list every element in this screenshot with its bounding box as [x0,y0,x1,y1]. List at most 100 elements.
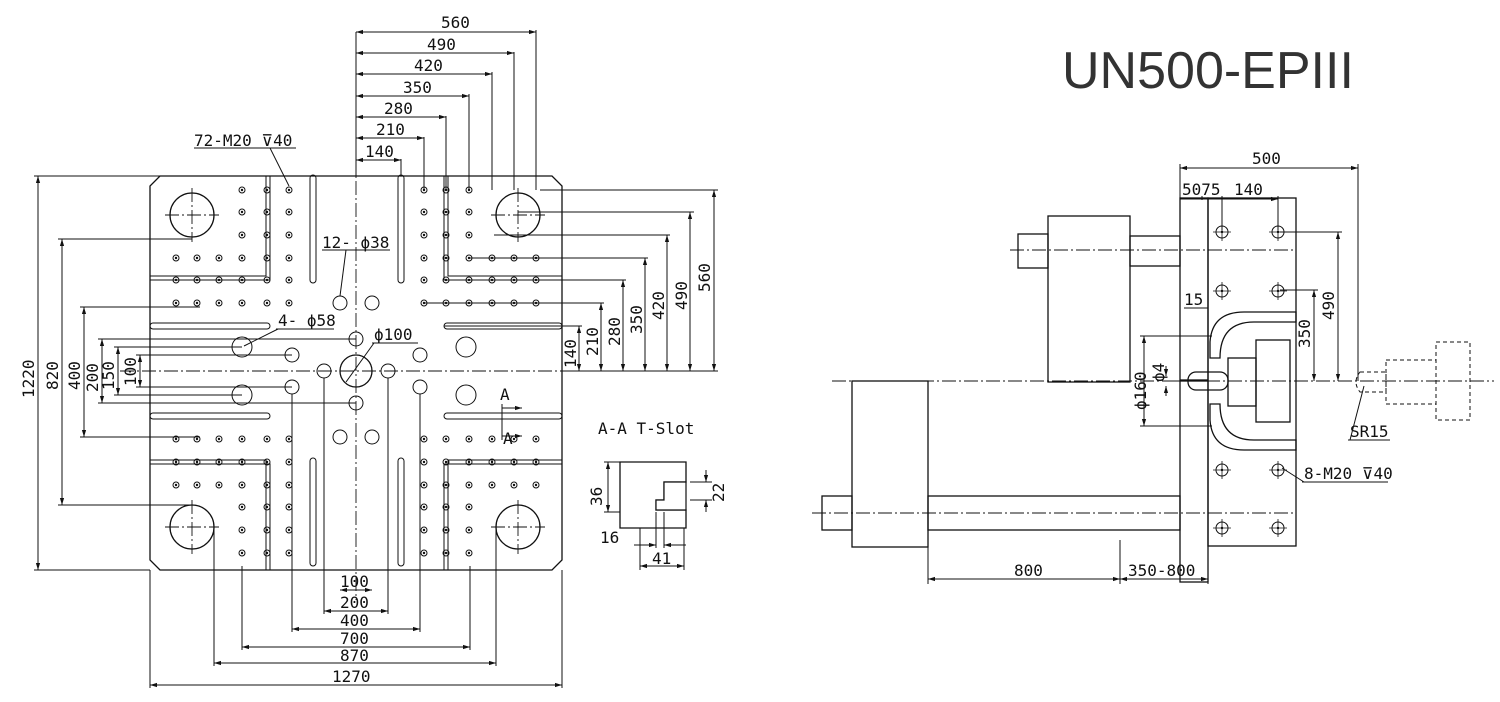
tapped-hole-center [422,233,426,237]
tapped-hole-center [240,551,244,555]
tapped-hole-symbol [442,458,450,466]
tapped-hole-center [467,551,471,555]
tapped-hole-center [265,210,269,214]
tapped-hole-center [265,301,269,305]
tapped-hole-center [195,301,199,305]
tapped-hole-symbol [238,186,246,194]
tapped-hole-center [287,256,291,260]
tapped-hole-center [217,278,221,282]
tapped-hole-symbol [465,481,473,489]
tapped-hole-center [265,437,269,441]
side-dim-500: 500 [1252,149,1281,168]
tapped-hole-symbol [465,549,473,557]
tapped-hole-symbol [285,231,293,239]
tapped-hole-center [287,278,291,282]
tapped-hole-center [217,460,221,464]
dim-top-210: 210 [376,120,405,139]
tapped-hole-symbol [465,435,473,443]
tapped-hole-symbol [263,458,271,466]
tapped-hole-center [422,210,426,214]
tapped-hole-center [287,551,291,555]
tapped-hole-center [217,483,221,487]
tapped-hole-center [265,483,269,487]
tapped-hole-symbol [442,435,450,443]
tapped-hole-center [217,437,221,441]
tapped-hole-center [444,528,448,532]
platen-outline [149,175,563,571]
tapped-hole-center [422,551,426,555]
side-dim-4: ϕ4 [1149,363,1168,382]
tapped-hole-center [195,460,199,464]
tapped-hole-symbol [285,276,293,284]
tapped-hole-symbol [442,549,450,557]
tapped-hole-center [287,528,291,532]
tapped-hole-symbol [172,276,180,284]
side-dim-160: ϕ160 [1131,371,1150,410]
dim-bottom-400: 400 [340,611,369,630]
dim-top-140: 140 [365,142,394,161]
tapped-hole-center [490,460,494,464]
tapped-hole-symbol [285,299,293,307]
tapped-hole-center [444,505,448,509]
tapped-hole-center [240,210,244,214]
tapped-hole-symbol [420,254,428,262]
side-dim-5075: 5075 [1182,180,1221,199]
tapped-hole-symbol [172,435,180,443]
tapped-hole-symbol [172,299,180,307]
tslot-dim-36: 36 [587,487,606,506]
tapped-hole-center [240,256,244,260]
tapped-hole-center [467,483,471,487]
tapped-hole-symbol [510,481,518,489]
callout-holes-38: 12- ϕ38 [322,233,389,252]
dim-right-280: 280 [605,317,624,346]
tapped-hole-symbol [215,458,223,466]
tapped-hole-symbol [285,254,293,262]
side-view: 500 5075 140 490 350 15 ϕ160 ϕ4 SR15 [812,149,1494,584]
tapped-hole-center [422,437,426,441]
tapped-hole-center [422,460,426,464]
tapped-hole-symbol [172,458,180,466]
tapped-hole-center [174,278,178,282]
tapped-hole-symbol [442,254,450,262]
tapped-hole-center [444,460,448,464]
side-dim-350: 350 [1295,319,1314,348]
tapped-hole-symbol [238,208,246,216]
dim-right-350: 350 [627,305,646,334]
tapped-hole-center [265,188,269,192]
tapped-hole-symbol [238,526,246,534]
tapped-hole-center [534,437,538,441]
center-hole [339,354,373,388]
tapped-hole-center [240,460,244,464]
dim-top-420: 420 [414,56,443,75]
tapped-hole-symbol [420,526,428,534]
tapped-hole-center [444,483,448,487]
tapped-hole-center [240,278,244,282]
tapped-hole-center [217,256,221,260]
tapped-hole-symbol [215,299,223,307]
tapped-hole-center [444,233,448,237]
tapped-hole-symbol [193,254,201,262]
tapped-hole-center [174,483,178,487]
tapped-hole-center [287,301,291,305]
dim-right-490: 490 [672,281,691,310]
dim-top-490: 490 [427,35,456,54]
tapped-hole-center [265,505,269,509]
tapped-hole-center [240,505,244,509]
tapped-hole-symbol [263,299,271,307]
side-tapped-holes [1213,223,1287,537]
tapped-hole-symbol [442,526,450,534]
tapped-hole-symbol [488,458,496,466]
tapped-hole-symbol [510,458,518,466]
dim-right-140: 140 [561,339,580,368]
tapped-hole-symbol [442,208,450,216]
tapped-hole-center [174,437,178,441]
callout-holes-58: 4- ϕ58 [278,311,336,330]
tapped-hole-symbol [215,254,223,262]
ejector-holes [231,295,477,445]
tapped-hole-symbol [263,208,271,216]
tapped-hole-symbol [263,481,271,489]
tapped-hole-center [287,460,291,464]
tapped-hole-center [240,437,244,441]
tapped-hole-symbol [238,299,246,307]
